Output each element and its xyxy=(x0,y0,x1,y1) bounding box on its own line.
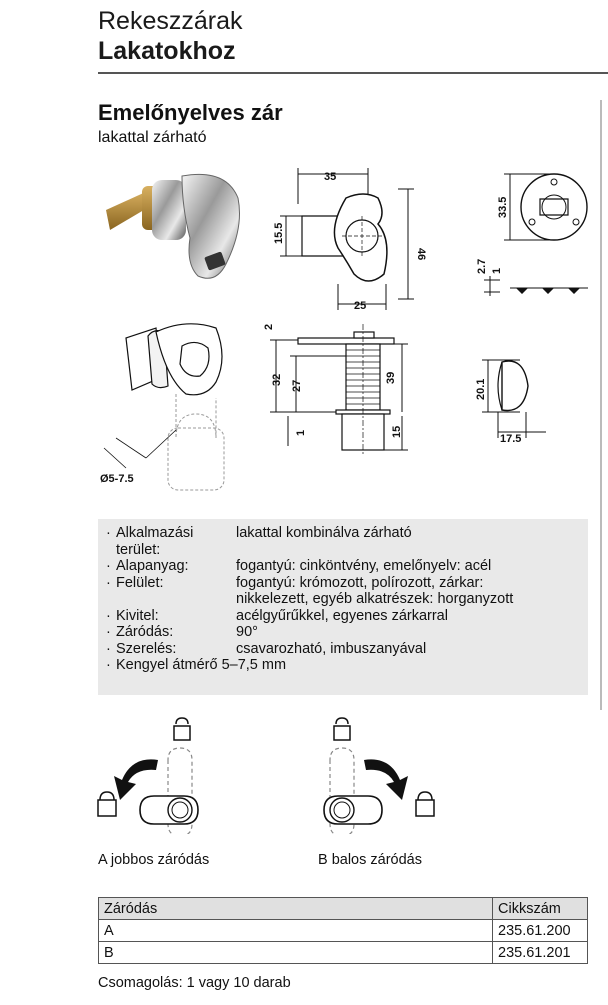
caption-a: A jobbos záródás xyxy=(98,852,210,868)
spec-row: ·Kengyel átmérő 5–7,5 mm xyxy=(106,657,287,673)
knob-view-drawing: 20.1 17.5 xyxy=(475,359,546,445)
spec-row: ·Szerelés:csavarozható, imbuszanyával xyxy=(106,640,427,657)
spec-row: ·Záródás:90° xyxy=(106,624,258,640)
column-header-article: Cikkszám xyxy=(492,897,588,920)
table-header-row: Záródás Cikkszám xyxy=(98,897,588,920)
caption-b: B balos záródás xyxy=(318,852,422,868)
dim-32: 32 xyxy=(271,374,283,386)
dim-20-1: 20.1 xyxy=(475,379,487,400)
dim-27: 27 xyxy=(291,380,303,392)
spec-row: ·Alapanyag:fogantyú: cinköntvény, emelőn… xyxy=(106,558,492,574)
dim-17-5: 17.5 xyxy=(500,433,521,445)
page-header: Rekeszzárak Lakatokhoz xyxy=(98,6,243,66)
column-header-closing: Záródás xyxy=(98,897,493,920)
ring-view-drawing: 33.5 2.7 1 xyxy=(476,173,588,296)
padlock-sketch: Ø5-7.5 xyxy=(100,323,225,491)
lock-photo xyxy=(106,173,240,279)
product-subtitle: lakattal zárható xyxy=(98,129,207,146)
dim-2: 2 xyxy=(263,324,275,330)
dim-1-side: 1 xyxy=(295,430,307,436)
table-row: A 235.61.200 xyxy=(98,919,588,942)
shackle-diameter-label: Ø5-7.5 xyxy=(100,473,134,485)
dim-46: 46 xyxy=(415,248,427,260)
side-divider xyxy=(600,100,602,710)
table-cell: A xyxy=(98,919,493,942)
table-row: B 235.61.201 xyxy=(98,941,588,964)
dim-2-7: 2.7 xyxy=(476,259,488,274)
table-cell: B xyxy=(98,941,493,964)
header-divider xyxy=(98,72,608,74)
order-table: Záródás Cikkszám A 235.61.200 B 235.61.2… xyxy=(98,897,588,964)
table-cell: 235.61.200 xyxy=(492,919,588,942)
table-cell: 235.61.201 xyxy=(492,941,588,964)
header-line-2: Lakatokhoz xyxy=(98,37,236,65)
rotation-diagram-a xyxy=(97,717,199,834)
rotation-diagram-b xyxy=(323,717,435,834)
dim-39: 39 xyxy=(385,372,397,384)
dim-25: 25 xyxy=(354,300,366,312)
spec-row: nikkelezett, egyéb alkatrészek: horganyz… xyxy=(236,591,514,607)
front-view-drawing: 35 46 15.5 25 xyxy=(273,168,427,312)
spec-row: terület: xyxy=(116,541,161,558)
spec-row: ·Felület:fogantyú: krómozott, polírozott… xyxy=(106,574,484,591)
dim-1-top: 1 xyxy=(491,268,503,274)
side-view-drawing: 2 32 27 39 1 15 xyxy=(263,324,408,456)
dim-15-5: 15.5 xyxy=(273,223,285,244)
packaging-note: Csomagolás: 1 vagy 10 darab xyxy=(98,975,291,991)
spec-row: ·Kivitel:acélgyűrűkkel, egyenes zárkarra… xyxy=(106,607,448,624)
dim-35: 35 xyxy=(324,171,336,183)
header-line-1: Rekeszzárak xyxy=(98,7,243,35)
product-title: Emelőnyelves zár xyxy=(98,100,283,125)
dim-15: 15 xyxy=(391,426,403,438)
dim-33-5: 33.5 xyxy=(497,197,509,218)
